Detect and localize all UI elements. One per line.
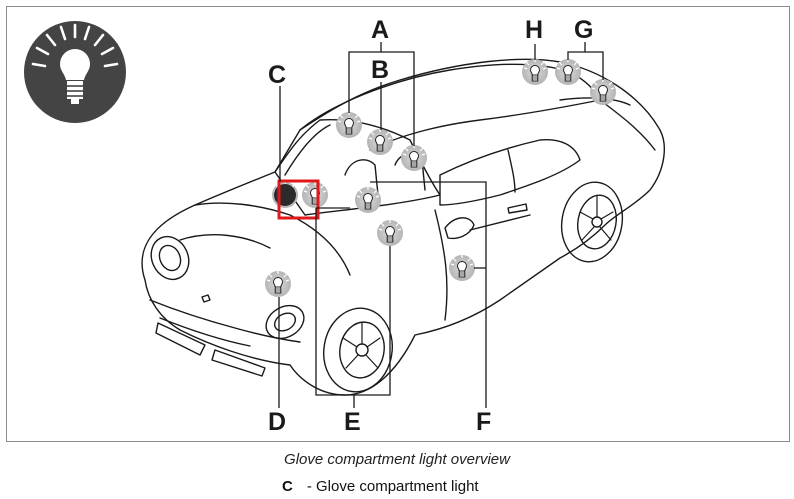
figure-caption: Glove compartment light overview bbox=[284, 451, 510, 468]
highlight-box bbox=[277, 179, 320, 220]
callout-c: C bbox=[268, 61, 287, 89]
leader-lines bbox=[278, 42, 604, 408]
bulb-marker-a2 bbox=[400, 144, 428, 172]
car-outline bbox=[141, 58, 665, 396]
legend-item: C - Glove compartment light bbox=[282, 478, 479, 495]
legend-key: C bbox=[282, 478, 293, 495]
bulb-marker-c2 bbox=[301, 181, 329, 209]
callout-a: A bbox=[371, 16, 390, 44]
light-bulb-icon bbox=[24, 21, 126, 123]
bulb-marker-g2 bbox=[589, 78, 617, 106]
callout-f: F bbox=[476, 408, 492, 436]
bulb-marker-e2 bbox=[376, 219, 404, 247]
glove-compartment-bulb bbox=[274, 184, 296, 206]
bulb-marker-h bbox=[521, 58, 549, 86]
callout-d: D bbox=[268, 408, 287, 436]
bulb-marker-b bbox=[366, 128, 394, 156]
callout-b: B bbox=[371, 56, 390, 84]
bulb-marker-d bbox=[264, 270, 292, 298]
bulb-marker-e1 bbox=[354, 186, 382, 214]
bulb-marker-a1 bbox=[335, 111, 363, 139]
callout-e: E bbox=[344, 408, 361, 436]
bulb-marker-g1 bbox=[554, 58, 582, 86]
callout-h: H bbox=[525, 16, 544, 44]
bulb-marker-f bbox=[448, 254, 476, 282]
legend-text: - Glove compartment light bbox=[306, 478, 479, 495]
callout-g: G bbox=[574, 16, 594, 44]
